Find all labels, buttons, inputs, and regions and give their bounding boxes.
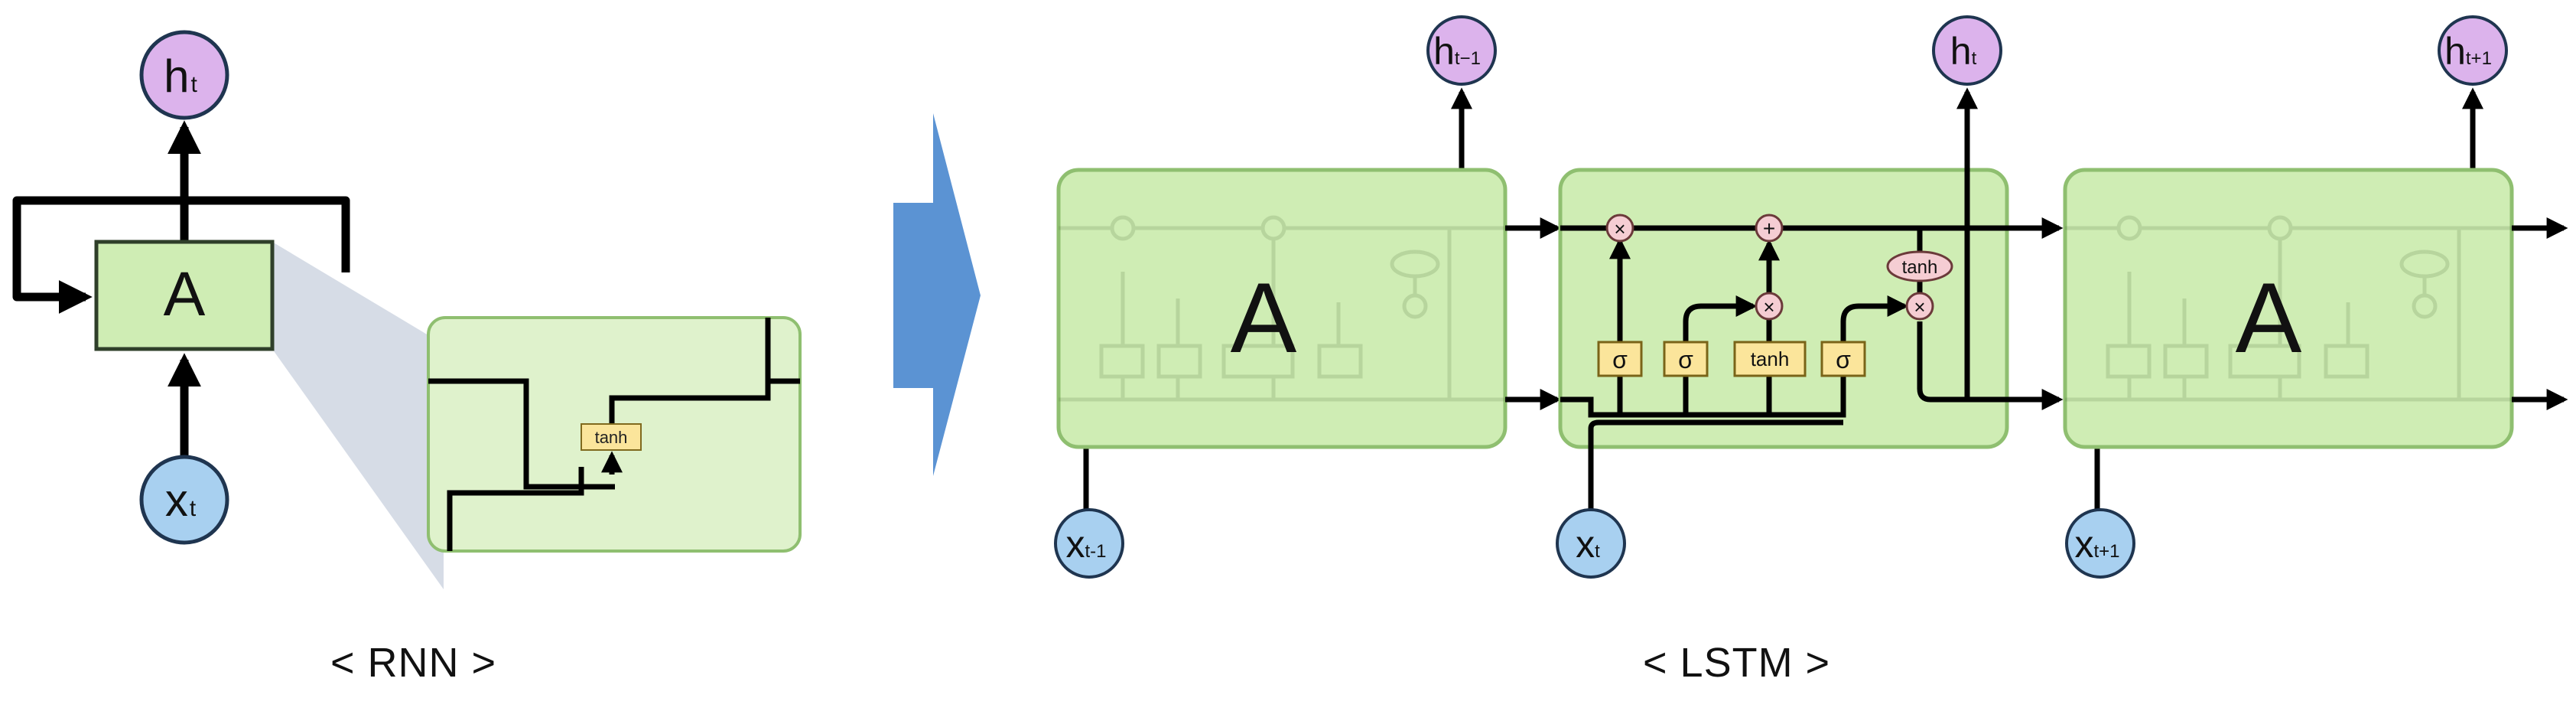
rnn-caption: < RNN > <box>330 640 497 686</box>
svg-text:ht: ht <box>1950 30 1977 73</box>
svg-text:ht+1: ht+1 <box>2444 30 2492 73</box>
input-gate-label: σ <box>1678 346 1693 373</box>
lstm-cell-center-box <box>1558 168 2009 449</box>
output-multiply-symbol: × <box>1914 295 1925 318</box>
lstm-diagram: A σ σ <box>1054 15 2568 579</box>
rnn-cell-label: A <box>164 259 206 329</box>
rnn-diagram: A ht xt tanh <box>12 30 802 589</box>
xt-to-bus <box>1588 419 1843 490</box>
rnn-zoom-line-top <box>428 378 615 490</box>
rnn-cell <box>94 240 275 351</box>
rnn-input-node <box>139 455 229 545</box>
output-gate-label: σ <box>1836 346 1851 373</box>
rnn-zoom-tanh-box <box>581 423 642 451</box>
input-multiply-symbol: × <box>1763 295 1774 318</box>
input-multiply-op <box>1755 292 1784 321</box>
rnn-zoom-line-bottom <box>447 318 800 551</box>
lstm-cell-right-label: A <box>2236 262 2302 373</box>
lstm-input-node-current: xt <box>1556 508 1626 579</box>
forget-multiply-symbol: × <box>1614 217 1625 240</box>
lstm-output-node-prev: ht−1 <box>1426 15 1497 86</box>
cell-tanh-op <box>1886 250 1953 282</box>
cell-add-op <box>1755 214 1784 243</box>
lstm-cell-left-label: A <box>1231 262 1297 373</box>
rnn-zoom-wedge <box>272 242 444 589</box>
input-gate <box>1663 341 1709 377</box>
svg-text:xt: xt <box>1576 523 1600 566</box>
lstm-output-node-next: ht+1 <box>2438 15 2508 86</box>
lstm-caption: < LSTM > <box>1643 640 1831 686</box>
forget-gate-label: σ <box>1612 346 1628 373</box>
lstm-cell-right: A <box>2063 87 2514 540</box>
lstm-cell-left: A <box>1056 87 1508 540</box>
cell-add-symbol: + <box>1763 217 1775 240</box>
svg-text:xt-1: xt-1 <box>1065 523 1106 566</box>
rnn-output-node <box>139 30 229 120</box>
svg-text:ht−1: ht−1 <box>1433 30 1481 73</box>
forget-gate <box>1597 341 1643 377</box>
lstm-cell-center: σ σ tanh σ × + × × tanh <box>1558 87 2064 540</box>
rnn-zoom-tanh-label: tanh <box>595 428 628 447</box>
rnn-recurrent-loop <box>12 196 350 314</box>
transition-arrow <box>893 113 981 476</box>
output-gate <box>1820 341 1866 377</box>
rnn-output-label: ht <box>164 51 197 102</box>
lstm-input-node-next: xt+1 <box>2065 508 2135 579</box>
forget-multiply-op <box>1605 214 1634 243</box>
rnn-input-label: xt <box>165 475 197 526</box>
cell-tanh-label: tanh <box>1902 257 1938 278</box>
lstm-input-node-prev: xt-1 <box>1054 508 1124 579</box>
candidate-gate-label: tanh <box>1751 347 1790 370</box>
svg-text:xt+1: xt+1 <box>2074 523 2119 566</box>
hidden-input-line <box>1560 358 1846 418</box>
output-multiply-op <box>1905 292 1934 321</box>
candidate-gate <box>1733 341 1807 377</box>
lstm-output-node-current: ht <box>1932 15 2002 86</box>
